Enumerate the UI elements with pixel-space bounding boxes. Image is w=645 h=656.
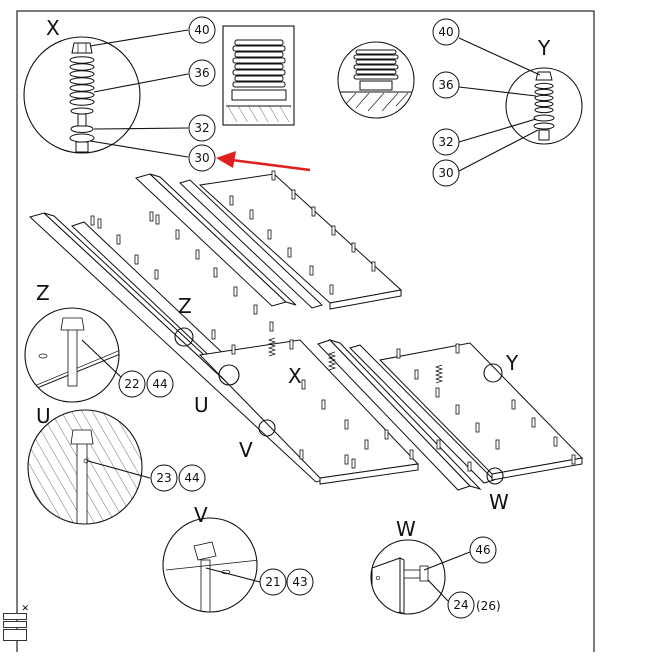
svg-text:24: 24	[453, 598, 468, 612]
detail-v-leader	[205, 567, 261, 583]
callout-40-y: 40	[432, 18, 460, 46]
detail-y-leaders	[458, 37, 541, 172]
label-y-main: Y	[505, 351, 519, 375]
callout-40-x: 40	[188, 16, 216, 44]
panel-bar-top	[3, 613, 27, 620]
callout-24-w: 24	[447, 591, 475, 619]
red-arrow-icon	[216, 151, 311, 172]
detail-u-leader	[87, 460, 151, 479]
callout-36-y: 36	[432, 71, 460, 99]
panel-bar-bottom	[3, 629, 27, 641]
close-icon[interactable]: ✕	[21, 604, 29, 614]
label-z-main: Z	[178, 294, 192, 318]
label-u-main: U	[194, 393, 209, 417]
callout-44-u: 44	[178, 464, 206, 492]
spring-round-detail	[337, 41, 415, 119]
svg-text:46: 46	[475, 543, 490, 557]
svg-text:36: 36	[194, 66, 209, 80]
svg-text:32: 32	[194, 121, 209, 135]
svg-text:43: 43	[292, 575, 307, 589]
label-z-detail: Z	[36, 281, 50, 305]
label-w-main: W	[489, 490, 509, 514]
svg-text:32: 32	[438, 135, 453, 149]
callout-30-x: 30	[188, 144, 216, 172]
callout-32-x: 32	[188, 114, 216, 142]
svg-text:30: 30	[438, 166, 453, 180]
svg-text:44: 44	[184, 471, 199, 485]
detail-u	[27, 409, 143, 525]
detail-z-leader	[81, 339, 123, 379]
svg-text:23: 23	[156, 471, 171, 485]
callout-44-z: 44	[146, 370, 174, 398]
label-y-detail: Y	[537, 36, 551, 60]
callout-22-z: 22	[118, 370, 146, 398]
callout-43-v: 43	[286, 568, 314, 596]
label-v-main: V	[239, 438, 253, 462]
callout-36-x: 36	[188, 59, 216, 87]
label-u-detail: U	[36, 404, 51, 428]
detail-z	[24, 307, 120, 403]
detail-w	[370, 539, 446, 615]
part-26-label: (26)	[476, 599, 501, 613]
label-w-detail: W	[396, 517, 416, 541]
svg-text:44: 44	[152, 377, 167, 391]
detail-w-leaders	[423, 551, 471, 602]
svg-text:36: 36	[438, 78, 453, 92]
panel-bar-middle	[3, 621, 27, 628]
callout-46-w: 46	[469, 536, 497, 564]
collapsed-panel-widget[interactable]: ✕	[3, 605, 29, 647]
svg-text:21: 21	[265, 575, 280, 589]
svg-text:40: 40	[194, 23, 209, 37]
detail-x	[23, 36, 141, 154]
detail-v	[162, 517, 258, 613]
svg-text:30: 30	[194, 151, 209, 165]
main-assembly	[29, 173, 584, 491]
spring-stack-box	[222, 25, 295, 126]
callout-21-v: 21	[259, 568, 287, 596]
dowel-pins	[90, 170, 576, 472]
callout-23-u: 23	[150, 464, 178, 492]
svg-text:40: 40	[438, 25, 453, 39]
main-springs	[267, 337, 444, 384]
detail-y	[505, 67, 583, 145]
detail-x-leaders	[89, 29, 189, 158]
callout-32-y: 32	[432, 128, 460, 156]
page-frame	[16, 10, 595, 656]
callout-30-y: 30	[432, 159, 460, 187]
svg-text:22: 22	[124, 377, 139, 391]
label-v-detail: V	[194, 503, 208, 527]
label-x-detail: X	[46, 16, 60, 40]
label-x-main: X	[288, 364, 302, 388]
assembly-detail-markers	[174, 327, 504, 485]
